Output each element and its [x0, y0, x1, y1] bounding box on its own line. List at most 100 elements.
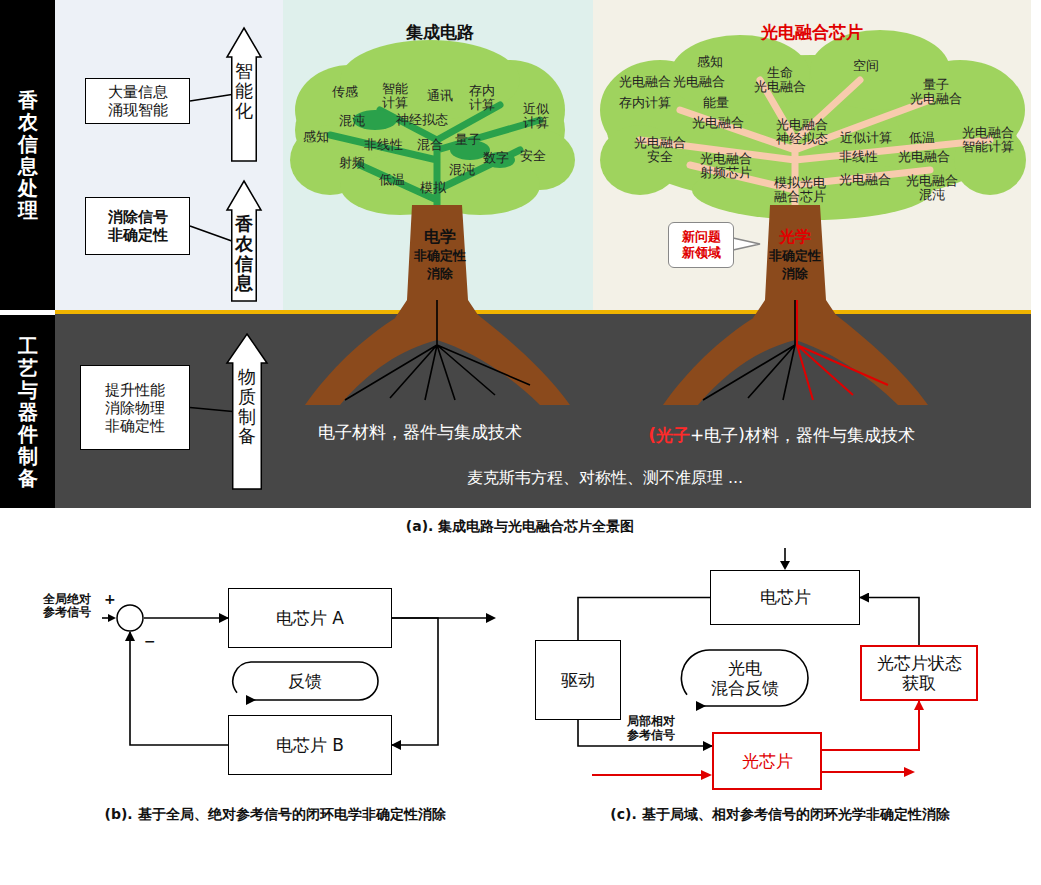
node-text: 大量信息 涌现智能	[108, 83, 168, 119]
text-label: 消除	[782, 267, 808, 281]
connector	[822, 701, 919, 750]
divider-line	[55, 310, 1031, 314]
level-arrow: 物质制备	[226, 333, 268, 490]
section-band: 香农信息处理	[0, 0, 55, 310]
chip-box: 电芯片 B	[228, 715, 392, 775]
node-text: 光电 混合反馈	[711, 658, 779, 699]
node-text: 新问题 新领域	[682, 229, 721, 260]
ic-tree	[290, 40, 575, 405]
text-label: 光电融合	[839, 173, 891, 187]
feedback-loop: 反馈	[230, 660, 380, 702]
text-label: 光电融合	[673, 75, 725, 89]
text-label: 消除	[427, 267, 453, 281]
level-arrow: 智能化	[226, 27, 262, 162]
text-label: 光电融合 神经拟态	[776, 118, 828, 147]
node-text: 驱动	[561, 670, 595, 690]
node-text: 香农信息	[235, 214, 253, 293]
ground	[55, 314, 1031, 508]
section-band: 工艺与器件制备	[0, 315, 55, 508]
text-label: 光电融合	[898, 150, 950, 164]
chip-box: 电芯片 A	[228, 588, 392, 648]
edge-label: 局部相对 参考信号	[625, 715, 677, 743]
node-text: 智能化	[235, 61, 253, 120]
connector	[144, 617, 228, 619]
chip-box: 电芯片	[710, 570, 860, 625]
callout-box: 新问题 新领域	[668, 222, 734, 268]
text-label: 存内 计算	[469, 84, 495, 113]
text-label: 通讯	[427, 89, 453, 103]
node-text: 光芯片	[742, 751, 793, 771]
node-text: 物质制备	[238, 367, 256, 446]
text-label: 光电融合 射频芯片	[700, 152, 752, 181]
state-box: 光芯片状态 获取	[860, 645, 978, 701]
summing-junction: +−	[116, 604, 144, 632]
node-text: −	[144, 634, 156, 648]
node-text: 电芯片 A	[276, 608, 344, 628]
connector	[578, 598, 710, 641]
text-label: 近似 计算	[523, 102, 549, 131]
level-arrow: 香农信息	[226, 180, 262, 302]
text-label: 感知	[697, 55, 723, 69]
text-label: 量子 光电融合	[910, 78, 962, 107]
text-label: 电学	[424, 228, 456, 246]
text-label: 非确定性	[769, 249, 821, 263]
node-text: 工艺与器件制备	[18, 335, 38, 489]
text-label: 集成电路	[406, 23, 474, 42]
node-text: 光芯片状态 获取	[877, 653, 962, 694]
node-text: 电芯片	[760, 587, 811, 607]
text-label: 空间	[853, 59, 879, 73]
connector	[190, 226, 232, 241]
text-label: 光电融合	[619, 75, 671, 89]
node-text: +	[104, 592, 116, 606]
text-label: 量子	[455, 133, 481, 147]
text-label: 混沌	[449, 163, 475, 177]
text-label: (a). 集成电路与光电融合芯片全景图	[406, 519, 634, 534]
circle-outline	[116, 604, 144, 632]
text-label: 光电融合 智能计算	[962, 126, 1014, 155]
text-label: 低温	[379, 173, 405, 187]
connector	[190, 408, 233, 412]
text-label: 能量	[703, 96, 729, 110]
text-label: 生命 光电融合	[754, 66, 806, 95]
text-label: 感知	[303, 130, 329, 144]
node-text: 反馈	[288, 671, 322, 691]
text-label: 智能 计算	[382, 82, 408, 111]
text-label: 神经拟态	[396, 113, 448, 127]
text-label: 电子材料，器件与集成技术	[318, 423, 522, 442]
text-label: 非线性	[364, 138, 403, 152]
text-label: 麦克斯韦方程、对称性、测不准原理 ...	[467, 469, 743, 487]
text-label: 安全	[520, 149, 546, 163]
photonic-tree	[600, 30, 1026, 405]
text-label: 模拟	[420, 181, 446, 195]
process-box: 消除信号 非确定性	[85, 197, 190, 255]
node-text: 消除信号 非确定性	[108, 208, 168, 244]
text-label: 射频	[339, 156, 365, 170]
text-label: 光电融合 安全	[634, 136, 686, 165]
text-label: 混合	[417, 138, 443, 152]
optical-chip-box: 光芯片	[712, 732, 822, 790]
signal-arrows	[102, 548, 790, 623]
text-label: 模拟光电 融合芯片	[774, 176, 826, 205]
text-label: 全局绝对 参考信号	[43, 593, 91, 619]
text-label: (光子	[648, 426, 690, 445]
text-label: 光电融合芯片	[761, 23, 863, 42]
text-label: +电子)材料，器件与集成技术	[690, 426, 915, 445]
text-label: 存内计算	[619, 96, 671, 110]
text-label: 非线性	[839, 150, 878, 164]
connector	[130, 632, 228, 745]
text-label: 数字	[483, 151, 509, 165]
text-label: 非确定性	[414, 249, 466, 263]
process-box: 提升性能 消除物理 非确定性	[80, 365, 190, 450]
text-label: 光电融合 混沌	[906, 174, 958, 203]
callout-pointer	[733, 238, 760, 250]
node-text: 提升性能 消除物理 非确定性	[105, 381, 165, 435]
text-label: 混沌	[339, 114, 365, 128]
text-label: 近似计算	[840, 131, 892, 145]
connector	[190, 95, 232, 102]
text-label: 光学	[779, 228, 811, 246]
process-box: 大量信息 涌现智能	[85, 78, 190, 124]
driver-box: 驱动	[535, 640, 621, 720]
feedback-loop: 光电 混合反馈	[680, 648, 810, 708]
text-label: 光电融合	[692, 116, 744, 130]
text-label: (b). 基于全局、绝对参考信号的闭环电学非确定性消除	[104, 807, 445, 822]
